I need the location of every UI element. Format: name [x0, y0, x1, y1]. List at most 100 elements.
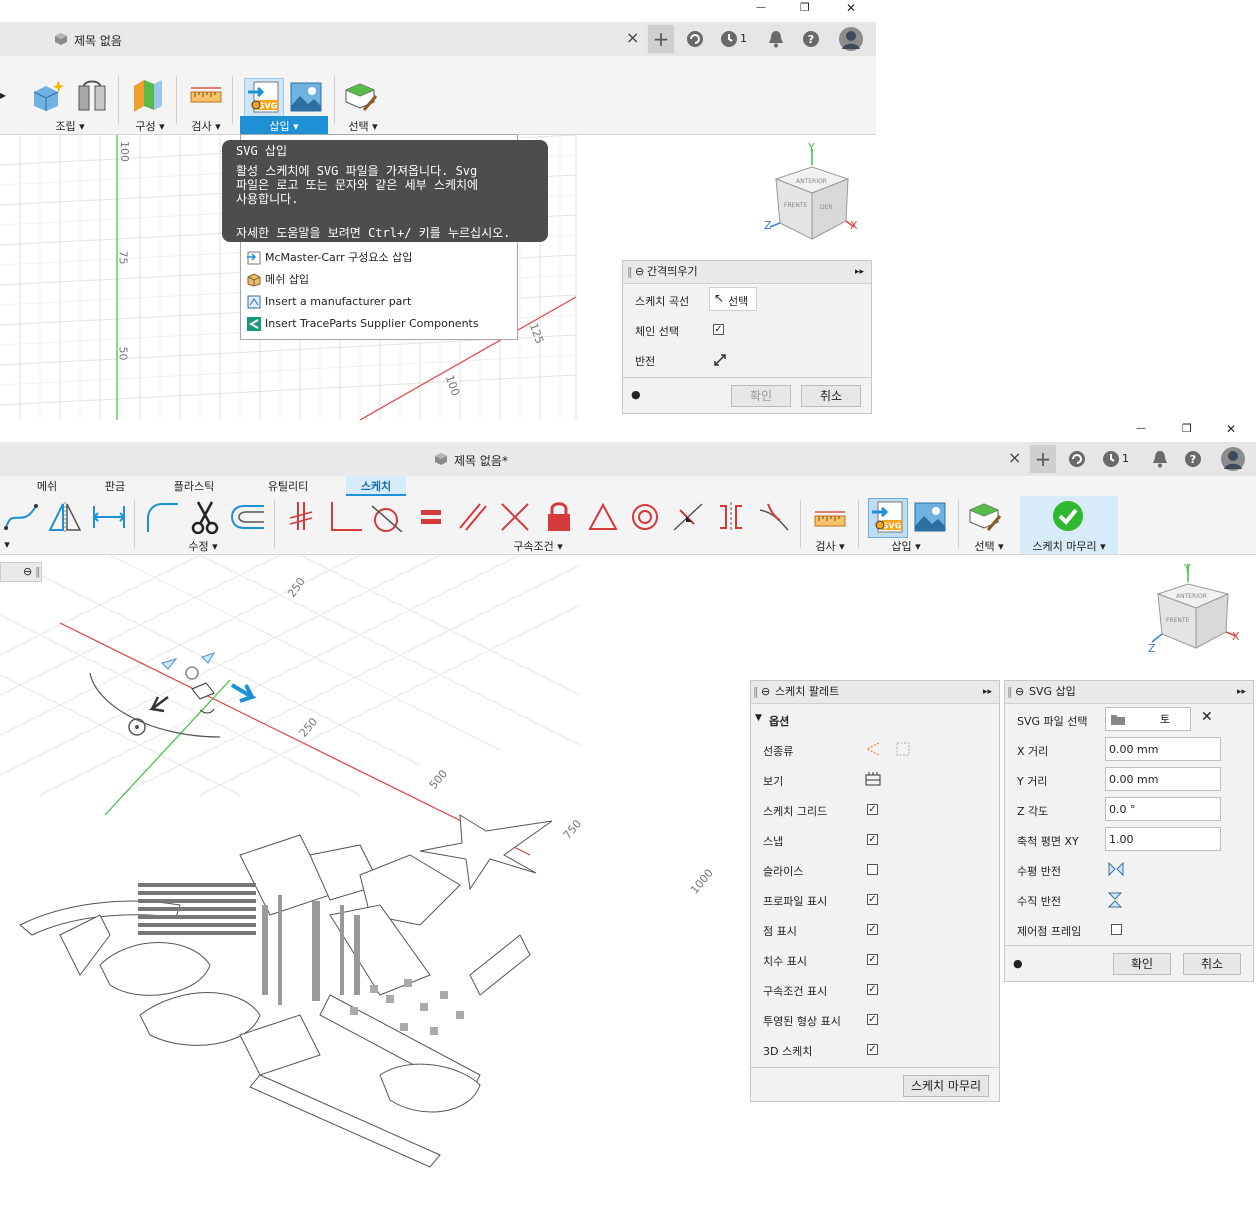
new-tab-button[interactable]: + [648, 25, 674, 53]
equal-constraint-icon[interactable] [420, 508, 442, 526]
offset-icon[interactable] [230, 502, 266, 532]
expand-panel-button[interactable]: ▸▸ [1237, 687, 1247, 697]
scale-plane-input[interactable]: 1.00 [1105, 827, 1221, 851]
new-component-icon[interactable] [30, 80, 64, 112]
control-frame-checkbox[interactable] [1111, 924, 1122, 935]
minimize-button[interactable]: — [756, 2, 766, 13]
offset-panel-header[interactable]: ‖ ⊖ 간격띄우기 ▸▸ [623, 261, 871, 284]
info-icon[interactable]: ● [631, 388, 641, 401]
bottom-viewcube[interactable]: ANTERIOR FRENTE Y Z X [1144, 562, 1244, 664]
bottom-canvas[interactable]: 250 250 500 750 1000 [0, 555, 750, 1205]
expand-panel-button[interactable]: ▸▸ [855, 267, 865, 277]
bottom-document-tab[interactable]: 제목 없음* × [0, 442, 1024, 476]
collapse-icon[interactable]: ⊖ [1015, 685, 1025, 698]
insert-group-label-highlight[interactable] [240, 116, 328, 134]
menu-item-manufacturer[interactable]: Insert a manufacturer part [245, 291, 513, 313]
close-button[interactable]: ✕ [846, 1, 857, 15]
minimize-button[interactable]: — [1136, 423, 1146, 434]
insert-image-icon[interactable] [914, 502, 946, 532]
vertical-flip-icon[interactable] [1107, 891, 1123, 909]
finish-sketch-check-icon[interactable] [1052, 500, 1084, 532]
show-constraints-checkbox[interactable]: ✓ [867, 984, 878, 995]
svg-insert-header[interactable]: ‖ ⊖ SVG 삽입 ▸▸ [1005, 681, 1253, 704]
collapse-icon[interactable]: ⊖ [23, 565, 33, 578]
show-points-checkbox[interactable]: ✓ [867, 924, 878, 935]
slice-checkbox[interactable] [867, 864, 878, 875]
close-button[interactable]: ✕ [1226, 422, 1237, 436]
sketch-palette-header[interactable]: ‖ ⊖ 스케치 팔레트 ▸▸ [751, 681, 999, 704]
collapse-icon[interactable]: ⊖ [635, 265, 645, 278]
select-tool-icon[interactable] [344, 80, 378, 112]
offset-ok-button[interactable]: 확인 [731, 385, 791, 407]
show-projected-checkbox[interactable]: ✓ [867, 1014, 878, 1025]
construct-plane-icon[interactable] [132, 78, 164, 112]
avatar[interactable] [838, 26, 864, 52]
construct-group-label[interactable]: 구성 ▾ [135, 120, 165, 133]
insert-image-icon[interactable] [290, 82, 322, 112]
flip-icon[interactable] [713, 353, 727, 367]
measure-ruler-icon[interactable] [190, 86, 222, 106]
collapse-icon[interactable]: ⊖ [761, 685, 771, 698]
insert-svg-icon[interactable]: SVG [248, 80, 280, 114]
svg-ok-button[interactable]: 확인 [1113, 953, 1171, 975]
avatar[interactable] [1220, 446, 1246, 472]
show-dimensions-checkbox[interactable]: ✓ [867, 954, 878, 965]
bell-icon[interactable] [768, 30, 784, 48]
chain-select-checkbox[interactable]: ✓ [713, 324, 724, 335]
tab-utilities[interactable]: 유틸리티 [267, 480, 309, 493]
curvature-constraint-icon[interactable] [758, 502, 790, 532]
restore-button[interactable]: ❐ [1182, 422, 1192, 435]
tab-mesh[interactable]: 메쉬 [36, 480, 58, 493]
tab-sketch[interactable]: 스케치 [360, 480, 392, 493]
assemble-group-label[interactable]: 조립 ▾ [55, 120, 85, 133]
fix-lock-icon[interactable] [546, 500, 572, 532]
svg-cancel-button[interactable]: 취소 [1183, 953, 1241, 975]
tab-close-button[interactable]: × [626, 28, 640, 47]
inspect-group-label[interactable]: 검사 ▾ [191, 120, 221, 133]
tab-close-button[interactable]: × [1008, 448, 1022, 467]
look-at-icon[interactable] [865, 771, 881, 787]
symmetry-constraint-icon[interactable] [716, 502, 746, 532]
tangent-constraint-icon[interactable] [368, 502, 404, 532]
finish-sketch-label[interactable]: 스케치 마무리 ▾ [1032, 540, 1106, 553]
select-tool-icon[interactable] [968, 500, 1002, 532]
job-status-icon[interactable] [1068, 450, 1086, 468]
centerline-icon[interactable] [895, 741, 911, 757]
new-tab-button[interactable]: + [1030, 445, 1056, 473]
job-status-icon[interactable] [686, 30, 704, 48]
bell-icon[interactable] [1152, 450, 1168, 468]
top-document-tab[interactable]: 제목 없음 × [0, 22, 644, 56]
menu-item-mcmaster[interactable]: McMaster-Carr 구성요소 삽입 [245, 247, 513, 269]
clock-icon[interactable] [1102, 450, 1120, 468]
x-distance-input[interactable]: 0.00 mm [1105, 737, 1221, 761]
horizontal-flip-icon[interactable] [1107, 861, 1125, 877]
top-viewcube[interactable]: ANTERIOR FRENTE DER Y Z X [762, 141, 862, 255]
palette-finish-sketch-button[interactable]: 스케치 마무리 [903, 1075, 989, 1097]
help-icon[interactable]: ? [1184, 450, 1202, 468]
sketch-grid-checkbox[interactable]: ✓ [867, 804, 878, 815]
measure-ruler-icon[interactable] [814, 510, 846, 530]
horizontal-vertical-constraint-icon[interactable] [288, 502, 314, 532]
coincident-constraint-icon[interactable] [500, 502, 530, 532]
restore-button[interactable]: ❐ [800, 1, 810, 14]
clear-file-button[interactable]: ✕ [1201, 709, 1213, 725]
insert-svg-icon[interactable]: SVG [872, 500, 904, 534]
show-profile-checkbox[interactable]: ✓ [867, 894, 878, 905]
insert-group-label[interactable]: 삽입 ▾ [891, 540, 921, 553]
inspect-group-label[interactable]: 검사 ▾ [815, 540, 845, 553]
select-group-label[interactable]: 선택 ▾ [348, 120, 378, 133]
help-icon[interactable]: ? [802, 30, 820, 48]
insert-group-label[interactable]: 삽입 ▾ [269, 120, 299, 133]
svg-file-select-button[interactable]: 토피... [1105, 707, 1191, 750]
y-distance-input[interactable]: 0.00 mm [1105, 767, 1221, 791]
spline-icon[interactable] [4, 502, 38, 532]
expand-panel-button[interactable]: ▸▸ [983, 687, 993, 697]
modify-group-label[interactable]: 수정 ▾ [188, 540, 218, 553]
select-group-label[interactable]: 선택 ▾ [974, 540, 1004, 553]
offset-cancel-button[interactable]: 취소 [801, 385, 861, 407]
clock-icon[interactable] [720, 30, 738, 48]
triangle-constraint-icon[interactable] [588, 502, 618, 532]
dimension-icon[interactable] [92, 502, 126, 532]
construction-line-icon[interactable] [865, 741, 881, 757]
tab-plastic[interactable]: 플라스틱 [173, 480, 215, 493]
